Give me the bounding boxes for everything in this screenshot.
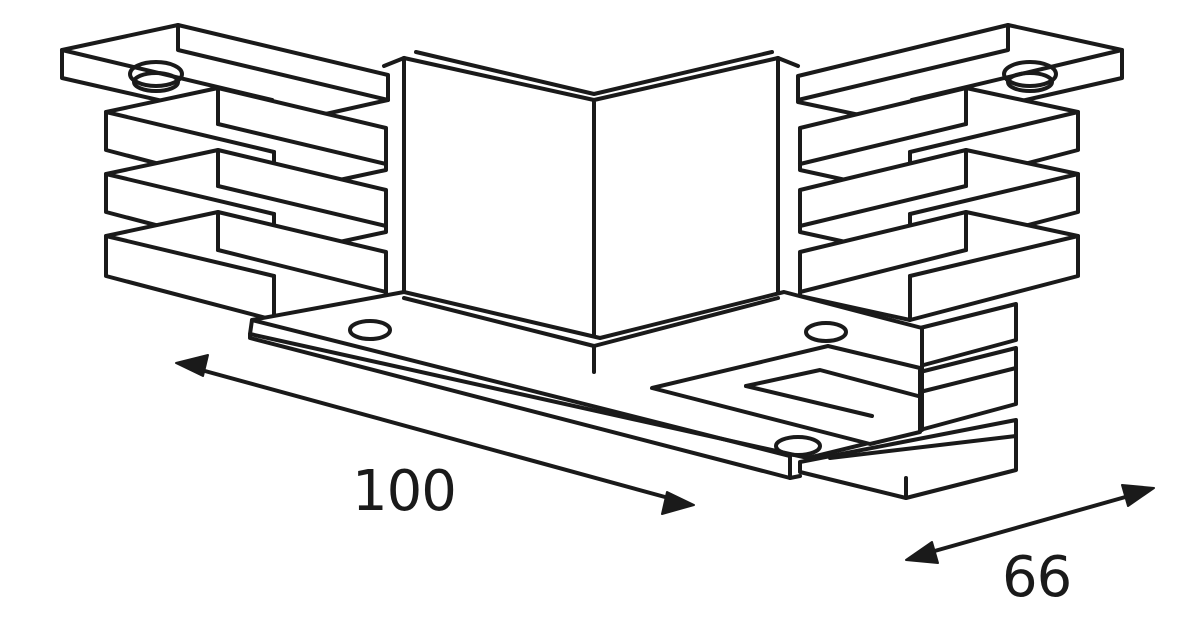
- base-plate-front-edge: [248, 332, 802, 480]
- front-lower-block: [798, 302, 1018, 500]
- housing-top-lip: [414, 50, 774, 96]
- base-plate-top: [248, 290, 924, 460]
- base-hole-front: [774, 435, 822, 457]
- base-hole-left: [348, 319, 392, 341]
- dimension-length-line: [192, 366, 678, 502]
- dimension-length-label: 100: [352, 459, 456, 524]
- dimension-length-arrow-end: [661, 491, 695, 515]
- central-housing: [382, 50, 800, 348]
- dimension-width: 66: [905, 484, 1155, 610]
- dimension-width-line: [922, 492, 1138, 556]
- left-mounting-block: [60, 23, 390, 322]
- right-mounting-block: [796, 23, 1124, 322]
- dimension-width-label: 66: [1002, 545, 1071, 610]
- right-screw-hole: [1002, 60, 1058, 88]
- dimension-width-arrow-start: [905, 541, 939, 564]
- dimension-length-arrow-start: [175, 354, 209, 377]
- dimension-width-arrow-end: [1121, 484, 1155, 507]
- left-top-plate-front-edge: [176, 23, 390, 102]
- base-hole-right: [804, 321, 848, 343]
- dimension-length: 100: [175, 354, 695, 524]
- front-fin-3: [798, 418, 1018, 500]
- base-plate: [248, 290, 924, 480]
- left-screw-hole: [128, 60, 184, 88]
